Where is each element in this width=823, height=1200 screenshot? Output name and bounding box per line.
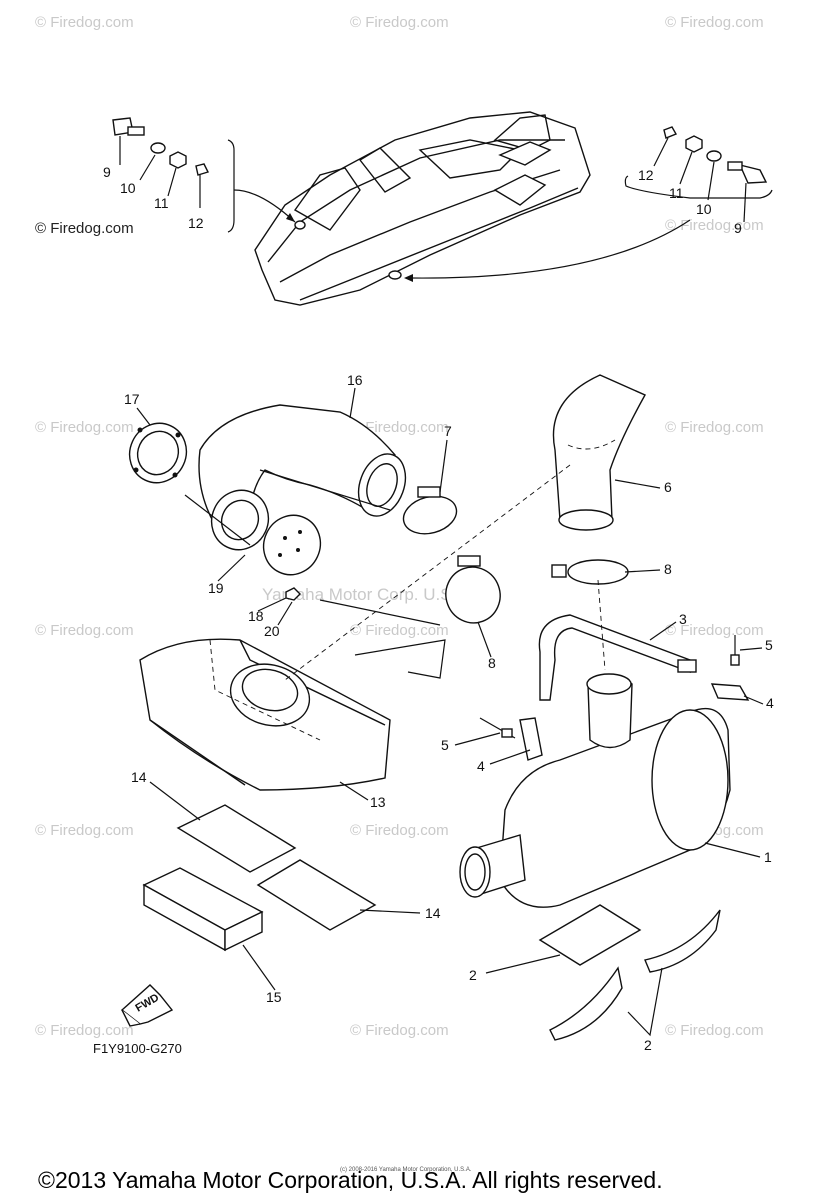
watermark: © Firedog.com [350, 419, 449, 436]
callout-label: 18 [248, 608, 264, 624]
callout-label: 12 [188, 215, 204, 231]
callout-label: 14 [425, 905, 441, 921]
callout-label: 17 [124, 391, 140, 407]
water-lock-13 [139, 638, 391, 791]
copyright-footer: ©2013 Yamaha Motor Corporation, U.S.A. A… [38, 1167, 663, 1193]
watermark: © Firedog.com [665, 217, 764, 234]
routing-lines [184, 464, 606, 681]
watermark-side: © Firedog.com [35, 220, 134, 237]
callout-label: 8 [488, 655, 496, 671]
callout-label: 2 [469, 967, 477, 983]
diagram-code: F1Y9100-G270 [93, 1041, 182, 1056]
callout-label: 7 [444, 423, 452, 439]
watercraft-hull-illustration [254, 111, 591, 306]
watermark: © Firedog.com [350, 14, 449, 31]
callout-label: 20 [264, 623, 280, 639]
callout-label: 10 [120, 180, 136, 196]
stay-bracket-4-right [710, 683, 750, 701]
damper-block-15 [142, 867, 264, 952]
callout-label: 1 [764, 849, 772, 865]
callout-label: 5 [765, 637, 773, 653]
watermark-layer: © Firedog.com © Firedog.com © Firedog.co… [35, 14, 764, 1039]
watermark: © Firedog.com [350, 822, 449, 839]
callout-label: 3 [679, 611, 687, 627]
flange-plate-17 [128, 422, 188, 484]
callout-label: 4 [766, 695, 774, 711]
callout-label: 4 [477, 758, 485, 774]
gasket-plate-19 [210, 489, 322, 601]
watermark: © Firedog.com [35, 14, 134, 31]
leader-lines [119, 136, 764, 1037]
drain-plug-assembly-right [404, 126, 773, 282]
callout-label: 8 [664, 561, 672, 577]
callout-label: 13 [370, 794, 386, 810]
callout-label: 19 [208, 580, 224, 596]
callout-label: 12 [638, 167, 654, 183]
stay-bracket-4-left [519, 717, 543, 761]
callout-label: 5 [441, 737, 449, 753]
drain-plug-assembly-left [112, 117, 296, 233]
watermark: © Firedog.com [35, 622, 134, 639]
exhaust-hose-6 [552, 374, 646, 531]
watermark: © Firedog.com [35, 419, 134, 436]
callout-label: 9 [103, 164, 111, 180]
watermark: © Firedog.com [350, 1022, 449, 1039]
callout-label: 14 [131, 769, 147, 785]
callout-label: 9 [734, 220, 742, 236]
callout-label: 16 [347, 372, 363, 388]
watermark: © Firedog.com [350, 622, 449, 639]
hose-clamp-8-lower [445, 555, 501, 624]
callout-labels: 9 10 11 12 12 11 10 9 16 17 7 6 8 19 18 … [103, 164, 774, 1053]
watermark: © Firedog.com [35, 822, 134, 839]
hose-clamp-7 [402, 486, 458, 535]
callout-label: 10 [696, 201, 712, 217]
watermark: © Firedog.com [665, 14, 764, 31]
watermark: © Firedog.com [665, 1022, 764, 1039]
callout-label: 11 [669, 185, 684, 201]
forward-arrow-icon: FWD [120, 984, 174, 1027]
callout-label: 11 [154, 195, 169, 211]
fine-print: (c) 2008-2016 Yamaha Motor Corporation, … [340, 1167, 472, 1173]
rivet-5-left [479, 717, 516, 739]
callout-label: 2 [644, 1037, 652, 1053]
callout-label: 6 [664, 479, 672, 495]
hose-clamp-8-upper [551, 559, 629, 585]
muffler-1 [459, 673, 731, 908]
watermark: © Firedog.com [665, 419, 764, 436]
mounting-band-3 [538, 614, 697, 701]
callout-label: 15 [266, 989, 282, 1005]
damper-pads-14 [176, 804, 377, 931]
watermark: © Firedog.com [35, 1022, 134, 1039]
damper-pads-2 [538, 904, 721, 1041]
rivet-5-right [730, 635, 740, 666]
watermark-center: Yamaha Motor Corp. U.S.A. [262, 585, 472, 604]
watermark: © Firedog.com [665, 622, 764, 639]
